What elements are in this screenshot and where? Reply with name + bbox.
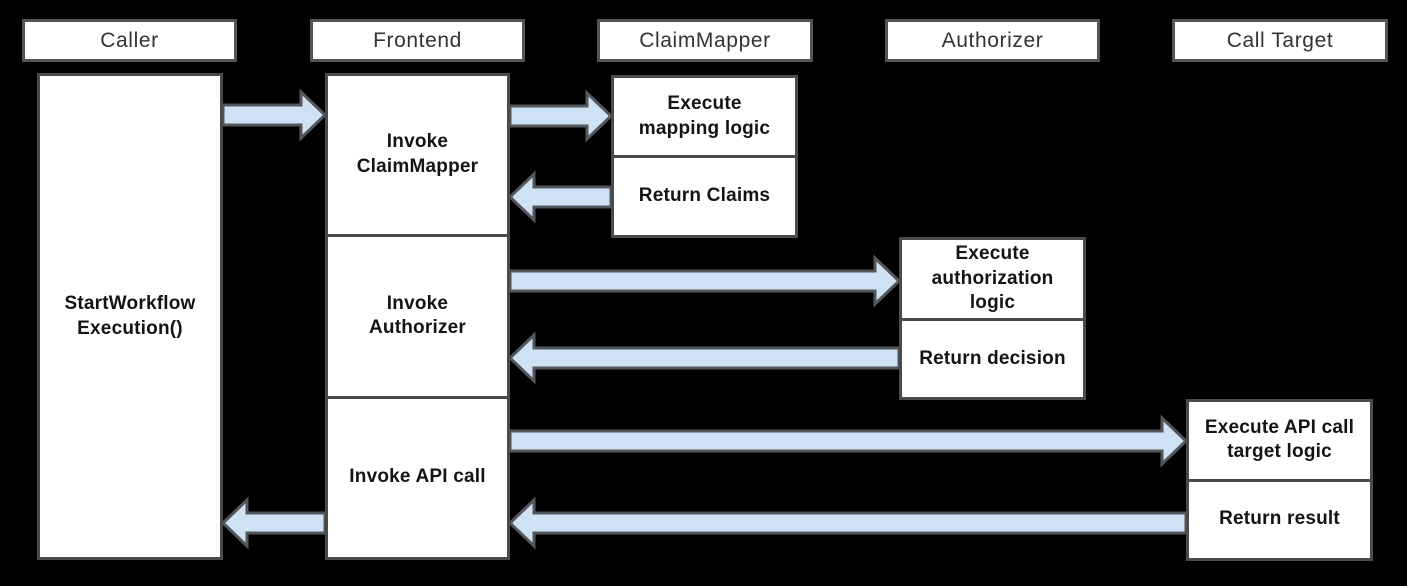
return-claims-box: Return Claims — [614, 155, 795, 235]
return-result-box: Return result — [1189, 478, 1370, 559]
execute-mapping-logic-box: Execute mapping logic — [638, 92, 771, 139]
invoke-authorizer-box: Invoke Authorizer — [328, 234, 507, 395]
startworkflow-execution-box: StartWorkflow Execution() — [64, 292, 196, 339]
arrow-claimmapper-to-frontend — [507, 170, 613, 224]
arrow-frontend-to-calltarget — [508, 414, 1189, 468]
arrow-caller-to-frontend — [221, 88, 328, 142]
execute-authorization-logic-box: Execute authorization logic — [931, 243, 1054, 314]
lifeline-header-claimmapper: ClaimMapper — [597, 19, 813, 62]
lifeline-header-authorizer: Authorizer — [885, 19, 1100, 62]
invoke-claimmapper-box: Invoke ClaimMapper — [356, 131, 479, 178]
lifeline-header-frontend: Frontend — [310, 19, 525, 62]
arrow-calltarget-to-frontend — [507, 496, 1188, 550]
invoke-api-call-box: Invoke API call — [328, 395, 507, 557]
arrow-frontend-to-authorizer — [508, 254, 902, 308]
execute-api-call-target-logic-box: Execute API call target logic — [1204, 416, 1355, 463]
arrow-frontend-to-caller — [220, 496, 327, 550]
arrow-frontend-to-claimmapper — [508, 89, 614, 143]
return-decision-box: Return decision — [902, 318, 1083, 397]
arrow-authorizer-to-frontend — [507, 331, 901, 385]
activation-stack-caller: StartWorkflow Execution() — [37, 73, 223, 560]
lifeline-header-caller: Caller — [22, 19, 237, 62]
lifeline-header-calltarget: Call Target — [1172, 19, 1388, 62]
